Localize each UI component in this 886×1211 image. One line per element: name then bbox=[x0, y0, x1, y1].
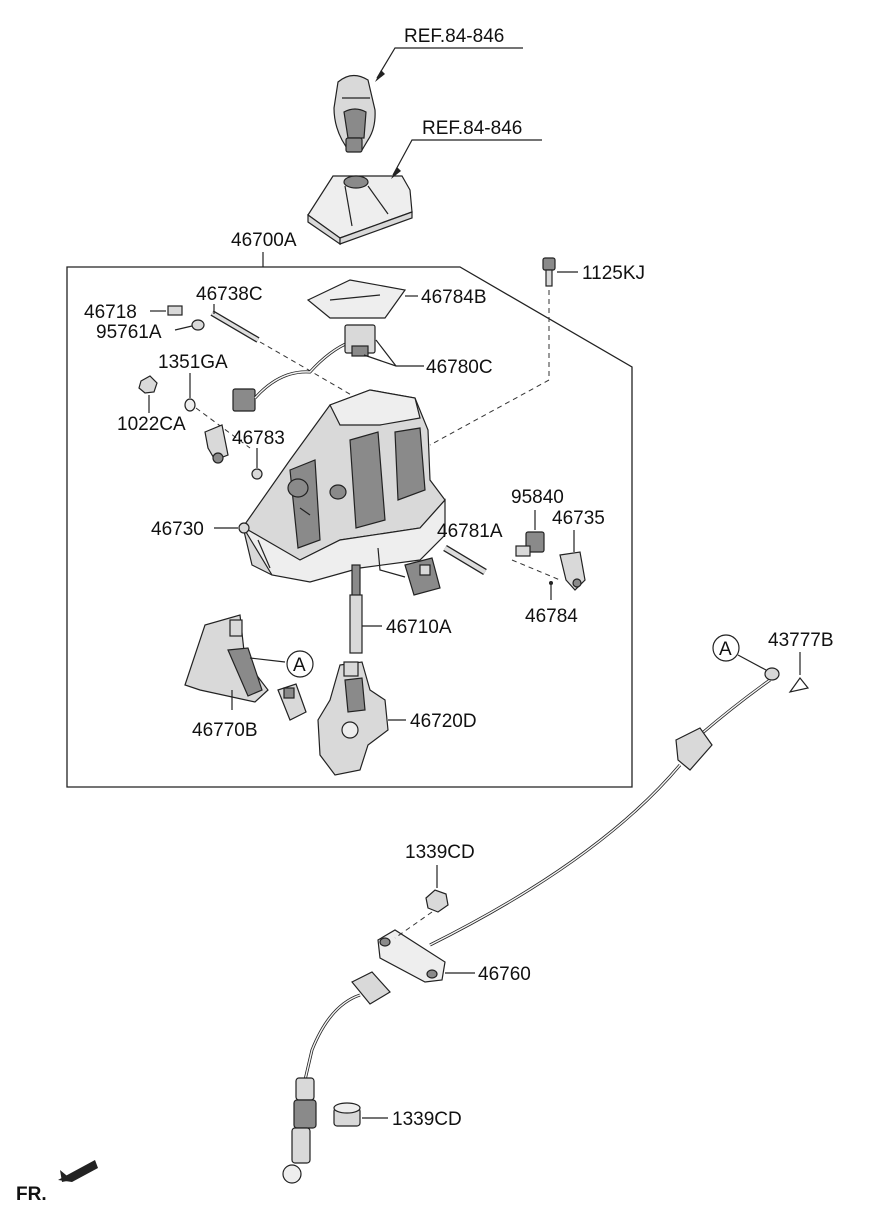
switch-harness-46780C bbox=[232, 324, 376, 412]
label-1339CD-bottom: 1339CD bbox=[392, 1109, 462, 1130]
switch-95840 bbox=[515, 531, 545, 557]
cable-eyelet bbox=[764, 667, 780, 681]
washer-95761A bbox=[191, 319, 205, 331]
clip-46718 bbox=[167, 305, 183, 316]
label-46720D: 46720D bbox=[410, 711, 477, 732]
label-46730: 46730 bbox=[151, 519, 204, 540]
pin-46781A bbox=[443, 544, 487, 576]
label-46784B: 46784B bbox=[421, 287, 487, 308]
bracket-46770B bbox=[184, 614, 269, 703]
label-43777B: 43777B bbox=[768, 630, 834, 651]
label-46784: 46784 bbox=[525, 606, 578, 627]
callout-a-left bbox=[286, 650, 314, 678]
assembly-boundary bbox=[66, 266, 633, 788]
bolt-1125KJ bbox=[542, 257, 556, 287]
label-46710A: 46710A bbox=[386, 617, 452, 638]
label-1351GA: 1351GA bbox=[158, 352, 228, 373]
ref-knob-leader bbox=[376, 47, 523, 79]
shift-knob bbox=[333, 74, 376, 153]
shaft-46710A bbox=[349, 564, 363, 654]
nut-1339CD-top bbox=[425, 889, 449, 913]
clip-43777B bbox=[788, 677, 810, 693]
label-46783: 46783 bbox=[232, 428, 285, 449]
washer-1351GA bbox=[184, 398, 196, 412]
bracket-46735 bbox=[559, 551, 586, 591]
label-46718: 46718 bbox=[84, 302, 137, 323]
callout-a-right bbox=[712, 634, 740, 662]
label-1022CA: 1022CA bbox=[117, 414, 186, 435]
label-46781A: 46781A bbox=[437, 521, 503, 542]
connector-plug bbox=[277, 683, 307, 721]
label-1339CD-top: 1339CD bbox=[405, 842, 475, 863]
assembly-label: 46700A bbox=[231, 230, 297, 251]
ref-knob-label: REF.84-846 bbox=[404, 26, 504, 47]
callout-a-left-letter: A bbox=[293, 655, 306, 676]
front-label: FR. bbox=[16, 1184, 47, 1205]
label-46780C: 46780C bbox=[426, 357, 493, 378]
ref-boot-label: REF.84-846 bbox=[422, 118, 522, 139]
label-46738C: 46738C bbox=[196, 284, 263, 305]
label-95840: 95840 bbox=[511, 487, 564, 508]
nut-46783 bbox=[251, 468, 263, 480]
console-boot bbox=[307, 175, 413, 246]
shift-cable-46760 bbox=[282, 678, 771, 1184]
nut-1022CA bbox=[138, 375, 158, 394]
plate-46784B bbox=[306, 279, 407, 319]
label-46735: 46735 bbox=[552, 508, 605, 529]
detent-block bbox=[404, 557, 441, 596]
lever-46720D bbox=[317, 661, 389, 776]
label-46770B: 46770B bbox=[192, 720, 258, 741]
bracket-46783 bbox=[204, 424, 229, 464]
label-1125KJ: 1125KJ bbox=[582, 263, 645, 284]
label-46760: 46760 bbox=[478, 964, 531, 985]
pin-46738C bbox=[210, 310, 260, 343]
callout-a-right-letter: A bbox=[719, 639, 732, 660]
ref-boot-leader bbox=[392, 139, 542, 176]
front-direction-arrow bbox=[58, 1160, 98, 1182]
nut-1339CD-bottom bbox=[333, 1102, 361, 1127]
label-95761A: 95761A bbox=[96, 322, 162, 343]
shifter-housing-46730 bbox=[238, 389, 446, 583]
